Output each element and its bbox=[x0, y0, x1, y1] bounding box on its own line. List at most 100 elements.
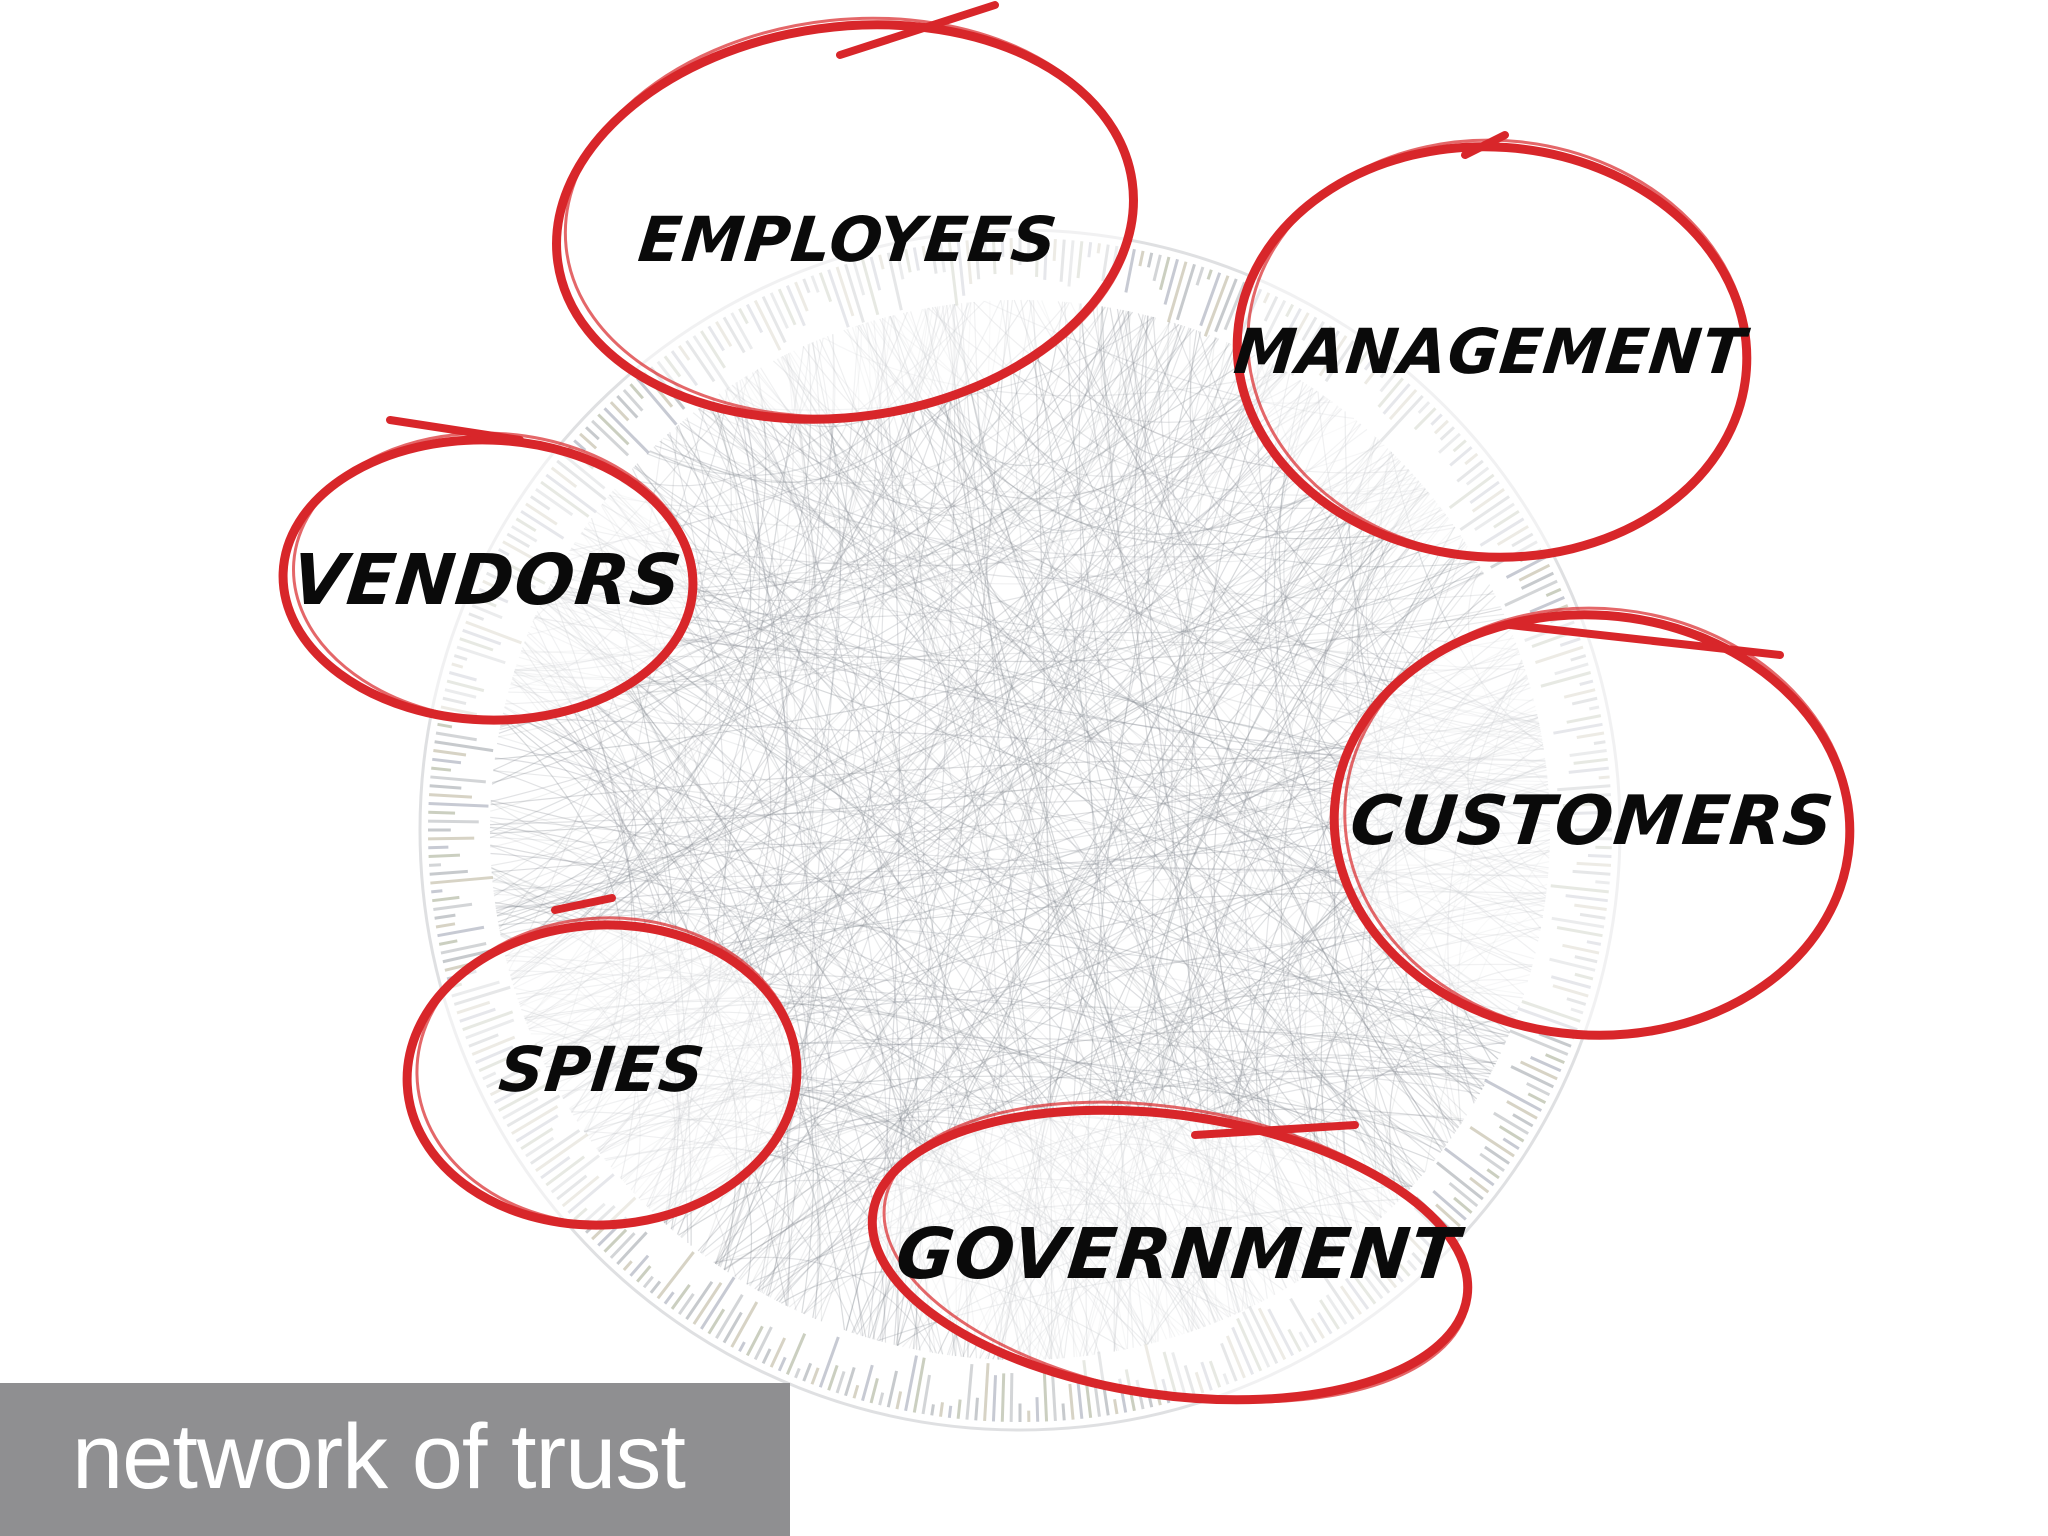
network-edge bbox=[727, 301, 1064, 509]
network-edge bbox=[497, 509, 1443, 923]
network-edge bbox=[570, 547, 1441, 1154]
node-tick bbox=[434, 740, 494, 753]
network-edge bbox=[736, 381, 864, 1337]
network-edge bbox=[756, 369, 823, 1322]
node-tick bbox=[930, 1404, 935, 1416]
node-tick bbox=[692, 1281, 723, 1325]
node-tick bbox=[827, 1364, 839, 1391]
network-edge bbox=[738, 351, 1250, 1280]
node-tick bbox=[649, 1280, 662, 1294]
node-tick bbox=[579, 432, 598, 450]
node-tick bbox=[956, 1399, 962, 1419]
network-edge bbox=[583, 458, 1399, 567]
node-tick bbox=[1504, 579, 1558, 607]
node-tick bbox=[753, 1326, 773, 1361]
network-edge bbox=[698, 407, 1485, 1087]
node-tick bbox=[1158, 256, 1171, 291]
node-tick bbox=[745, 1325, 764, 1357]
node-tick bbox=[769, 1337, 787, 1368]
node-tick bbox=[878, 1392, 885, 1406]
network-edge bbox=[756, 488, 1427, 1291]
node-tick bbox=[1529, 595, 1565, 614]
node-tick bbox=[428, 863, 442, 867]
node-tick bbox=[869, 1378, 879, 1404]
node-tick bbox=[1486, 1168, 1500, 1180]
node-tick bbox=[1519, 1060, 1558, 1081]
node-tick bbox=[428, 801, 489, 808]
highlight-stroke-employees bbox=[563, 16, 1138, 419]
network-edge bbox=[511, 316, 1155, 981]
node-tick bbox=[912, 1357, 926, 1413]
node-tick bbox=[1484, 1145, 1510, 1165]
network-edge bbox=[1080, 303, 1460, 1128]
network-edge bbox=[713, 1256, 934, 1354]
node-tick bbox=[1444, 1147, 1495, 1187]
network-edge bbox=[667, 433, 1521, 687]
node-tick bbox=[1175, 263, 1196, 321]
node-tick bbox=[895, 1391, 903, 1410]
network-edge bbox=[495, 492, 1430, 905]
node-tick bbox=[636, 1265, 652, 1283]
node-tick bbox=[656, 1251, 695, 1300]
network-edge bbox=[495, 536, 1463, 911]
network-edge bbox=[580, 532, 1492, 1073]
network-edge bbox=[611, 397, 1328, 529]
node-tick bbox=[921, 1374, 931, 1415]
node-tick bbox=[1000, 1373, 1006, 1422]
network-edge bbox=[699, 407, 1357, 494]
node-tick bbox=[1147, 1396, 1154, 1408]
node-tick bbox=[991, 1375, 998, 1422]
network-edge bbox=[1041, 300, 1396, 1206]
network-edge bbox=[588, 521, 1507, 644]
node-tick bbox=[1506, 1100, 1538, 1120]
node-tick bbox=[1163, 258, 1179, 305]
network-edge bbox=[595, 511, 1426, 1173]
network-edge bbox=[758, 317, 886, 1292]
node-tick bbox=[939, 1402, 944, 1417]
highlight-tail-employees bbox=[836, 1, 999, 59]
network-edge bbox=[534, 608, 1502, 663]
node-tick bbox=[1206, 269, 1213, 280]
node-tick bbox=[438, 939, 458, 946]
network-edge bbox=[514, 440, 1381, 683]
node-tick bbox=[1469, 1125, 1515, 1158]
node-tick bbox=[730, 1301, 759, 1348]
node-tick bbox=[1518, 563, 1551, 582]
node-tick bbox=[852, 1384, 860, 1399]
label-government: GOVERNMENT bbox=[892, 1213, 1464, 1295]
node-tick bbox=[1510, 1065, 1555, 1089]
node-tick bbox=[1527, 1092, 1547, 1105]
node-tick bbox=[609, 401, 630, 422]
node-tick bbox=[1435, 1203, 1461, 1228]
network-edge bbox=[634, 465, 1436, 1160]
highlight-tail-government bbox=[1191, 1121, 1359, 1139]
network-edge bbox=[506, 311, 908, 964]
network-edge bbox=[493, 893, 1494, 1069]
node-tick bbox=[1526, 1082, 1551, 1097]
label-spies: SPIES bbox=[495, 1033, 709, 1106]
network-edge bbox=[493, 323, 1180, 771]
node-tick bbox=[1509, 1029, 1569, 1056]
node-tick bbox=[437, 925, 485, 938]
node-tick bbox=[678, 1292, 695, 1315]
network-edge bbox=[1273, 387, 1483, 1090]
network-edge bbox=[490, 337, 1218, 803]
network-edge bbox=[1282, 500, 1462, 1124]
network-edge bbox=[649, 450, 1456, 558]
network-edge bbox=[549, 584, 1445, 1149]
node-tick bbox=[609, 1232, 636, 1259]
network-edge bbox=[759, 437, 1377, 1293]
network-edge bbox=[491, 512, 1445, 867]
network-edge bbox=[547, 589, 1383, 1218]
highlight-tail-customers bbox=[1506, 621, 1784, 659]
node-tick bbox=[433, 902, 473, 911]
network-edge bbox=[1109, 307, 1447, 1146]
node-tick bbox=[430, 775, 486, 784]
network-edge bbox=[648, 451, 1495, 600]
node-tick bbox=[1152, 254, 1162, 282]
node-tick bbox=[1453, 1196, 1473, 1214]
node-tick bbox=[1545, 1053, 1565, 1065]
node-tick bbox=[1502, 1137, 1520, 1150]
node-tick bbox=[818, 1336, 840, 1388]
node-tick bbox=[432, 757, 462, 765]
